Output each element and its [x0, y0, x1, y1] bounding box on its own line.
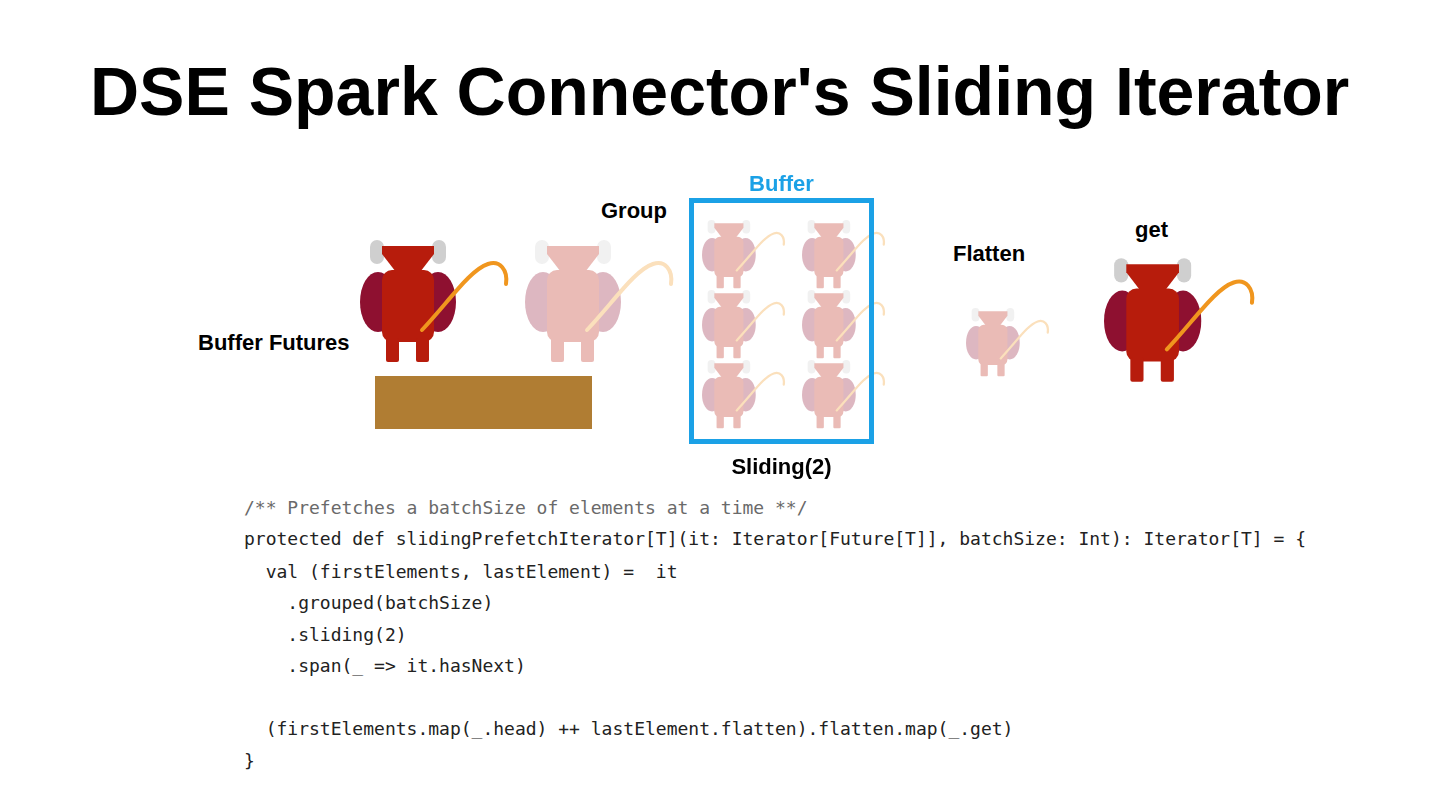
code-comment: /** Prefetches a batchSize of elements a… [244, 497, 808, 518]
stage-label: Group [601, 198, 667, 224]
code-line: .span(_ => it.hasNext) [244, 655, 526, 676]
buffer-box: BufferSliding(2) [689, 198, 874, 444]
stage-label: Buffer Futures [198, 330, 350, 356]
robot-figure [360, 240, 506, 362]
code-line: .sliding(2) [244, 624, 407, 645]
stage-label: get [1135, 217, 1168, 243]
robot-figure [1104, 258, 1252, 382]
code-line: val (firstElements, lastElement) = it [244, 561, 677, 582]
buffer-platform [375, 376, 592, 429]
box-caption: Sliding(2) [731, 454, 831, 480]
title: DSE Spark Connector's Sliding Iterator [90, 52, 1349, 130]
faded-figures [525, 220, 1048, 428]
code-line: } [244, 750, 255, 771]
box-heading: Buffer [749, 171, 814, 197]
stage-label: Flatten [953, 241, 1025, 267]
code-line: .grouped(batchSize) [244, 592, 493, 613]
code-line: (firstElements.map(_.head) ++ lastElemen… [244, 718, 1013, 739]
code-line: protected def slidingPrefetchIterator[T]… [244, 528, 1306, 549]
